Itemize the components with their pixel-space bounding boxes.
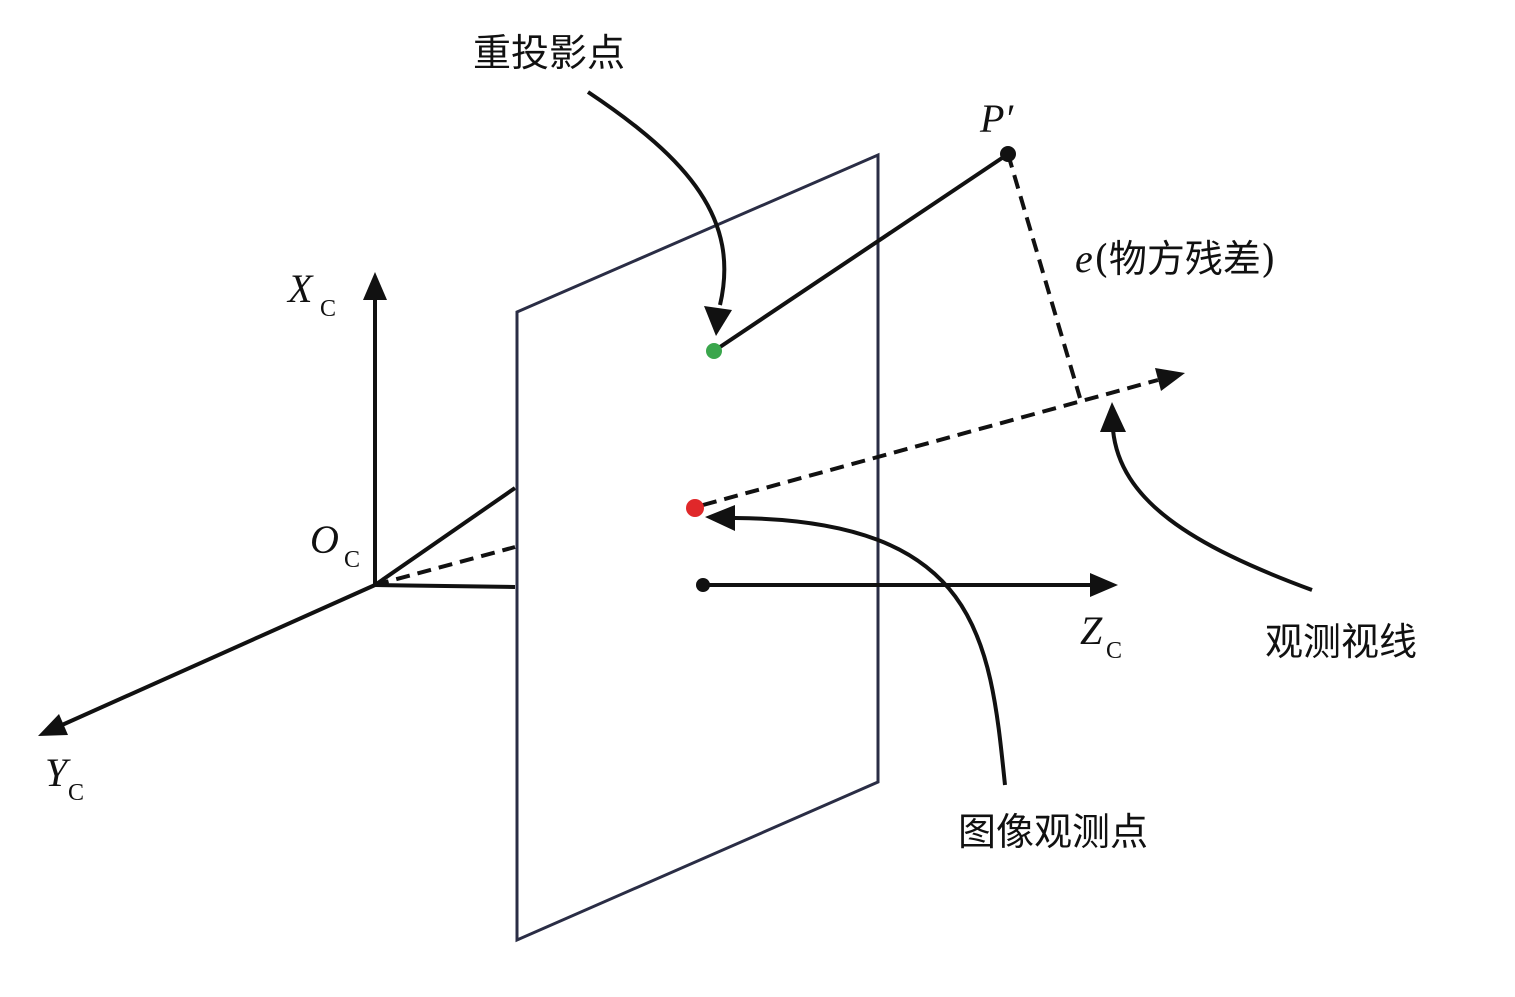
origin-subscript: C	[344, 547, 360, 573]
residual-label: (物方残差)	[1094, 237, 1276, 281]
z-axis-subscript: C	[1106, 638, 1122, 664]
x-axis-arrowhead	[363, 272, 387, 300]
observation-ray-arrowhead	[1155, 368, 1185, 391]
observation-ray-line	[702, 378, 1159, 507]
reprojection-callout-curve	[586, 90, 727, 306]
projection-line	[712, 152, 1010, 353]
p-prime-point	[1000, 146, 1016, 162]
observation-ray-label: 观测视线	[1265, 620, 1417, 664]
origin-ray-dashed	[374, 545, 516, 587]
origin-ray-bottom	[374, 583, 516, 589]
y-axis	[61, 583, 376, 727]
x-axis-subscript: C	[320, 296, 336, 322]
reprojection-point	[706, 343, 722, 359]
y-axis-subscript: C	[68, 780, 84, 806]
observation-callout-arrowhead	[705, 505, 735, 531]
ray-callout-curve	[1111, 429, 1313, 592]
residual-variable: e	[1075, 236, 1093, 281]
image-plane	[515, 152, 880, 943]
image-observation-point	[686, 499, 704, 517]
ray-callout-arrowhead	[1100, 402, 1126, 432]
image-observation-point-label: 图像观测点	[958, 810, 1148, 854]
p-prime-label: P′	[979, 96, 1014, 141]
y-axis-label: Y	[45, 750, 71, 795]
y-axis-arrowhead	[38, 714, 68, 736]
residual-dashed-line	[1006, 153, 1082, 399]
principal-point	[696, 578, 710, 592]
z-axis-arrowhead	[1090, 573, 1118, 597]
reprojection-callout-arrowhead	[704, 306, 732, 336]
origin-label: O	[310, 517, 339, 562]
origin-ray-top	[373, 486, 517, 587]
observation-callout-curve	[734, 516, 1007, 786]
x-axis-label: X	[286, 266, 314, 311]
z-axis-label: Z	[1080, 608, 1103, 653]
reprojection-point-label: 重投影点	[473, 31, 625, 75]
